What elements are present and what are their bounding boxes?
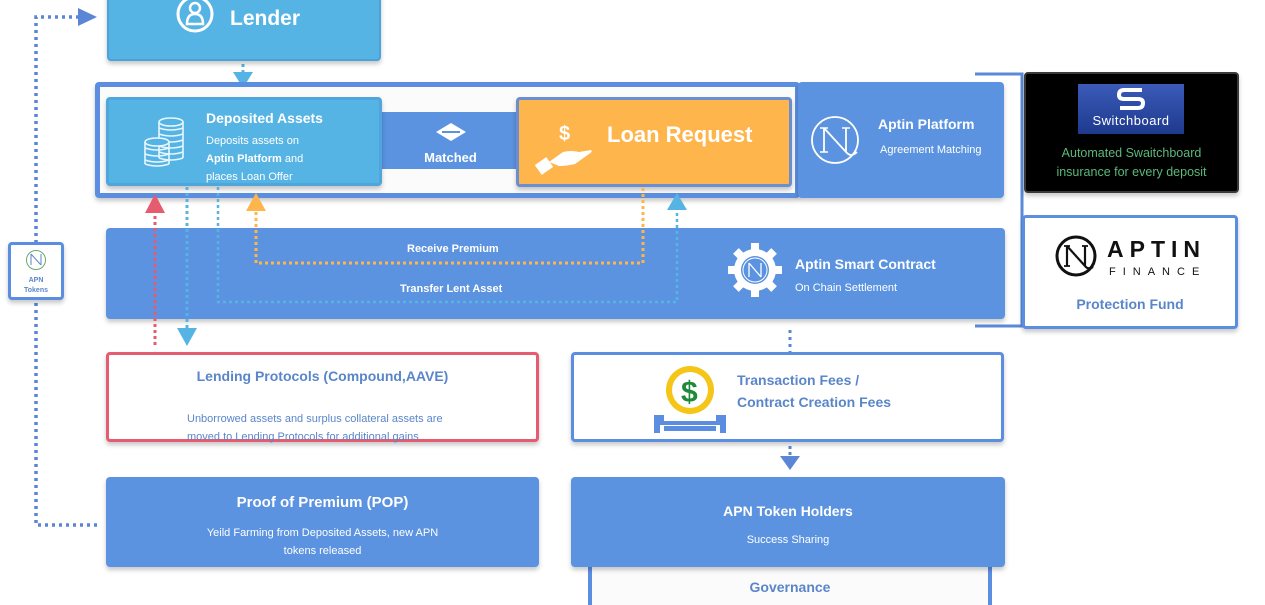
deposited-assets-line2-rest: and — [281, 153, 304, 165]
protection-fund-label: Protection Fund — [1076, 296, 1184, 312]
fees-box[interactable]: $ Transaction Fees / Contract Creation F… — [571, 352, 1004, 442]
lending-protocols-title: Lending Protocols (Compound,AAVE) — [196, 368, 449, 384]
deposited-assets-box[interactable]: Deposited Assets Deposits assets on Apti… — [106, 97, 382, 186]
flow-transfer-lent-asset: Transfer Lent Asset — [400, 283, 503, 295]
aptin-brand-sub: FINANCE — [1109, 266, 1207, 278]
pop-line1: Yeild Farming from Deposited Assets, new… — [206, 527, 439, 539]
arrow-to-token-holders — [780, 456, 800, 470]
switchboard-line1: Automated Swaitchboard — [1061, 146, 1202, 160]
token-holders-box[interactable]: APN Token Holders Success Sharing — [571, 477, 1005, 567]
aptin-n-logo-icon — [811, 116, 859, 164]
arrow-to-lender — [78, 8, 97, 26]
fees-line2: Contract Creation Fees — [737, 394, 892, 410]
aptin-platform-subtitle: Agreement Matching — [880, 144, 982, 156]
switchboard-s-icon — [1116, 88, 1146, 110]
protection-fund-box[interactable]: APTIN FINANCE Protection Fund — [1022, 215, 1238, 329]
svg-text:$: $ — [559, 123, 570, 145]
loan-request-box[interactable]: $ Loan Request — [516, 97, 792, 187]
switchboard-line2: insurance for every deposit — [1056, 165, 1207, 179]
deposited-assets-line3: places Loan Offer — [206, 171, 293, 183]
matched-band: Matched — [378, 112, 523, 169]
user-circle-icon — [176, 0, 214, 33]
lender-title: Lender — [230, 7, 301, 30]
svg-text:$: $ — [681, 376, 698, 409]
aptin-brand: APTIN — [1107, 236, 1206, 262]
pop-box[interactable]: Proof of Premium (POP) Yeild Farming fro… — [106, 477, 539, 567]
fees-line1: Transaction Fees / — [737, 372, 860, 388]
lender-box[interactable]: Lender — [107, 0, 381, 61]
flow-receive-premium: Receive Premium — [407, 243, 499, 255]
aptin-platform-title: Aptin Platform — [878, 116, 975, 132]
switchboard-logo: Switchboard — [1078, 84, 1184, 134]
apn-tokens-box[interactable]: APN Tokens — [8, 242, 64, 300]
smart-contract-box[interactable]: Receive Premium Transfer Lent Asset Apti… — [106, 228, 1005, 319]
smart-contract-title: Aptin Smart Contract — [795, 256, 936, 272]
gear-aptin-icon — [728, 243, 782, 297]
lending-protocols-line1: Unborrowed assets and surplus collateral… — [187, 413, 443, 425]
apn-tokens-line2: Tokens — [24, 287, 48, 294]
coin-stack-icon — [144, 117, 184, 167]
pop-title: Proof of Premium (POP) — [236, 494, 409, 511]
coin-slot-dollar-icon: $ — [654, 366, 726, 433]
arrow-lender-down — [233, 72, 253, 88]
diamond-swap-icon — [436, 123, 466, 141]
aptin-n-small-icon — [26, 250, 46, 270]
matched-label: Matched — [424, 150, 477, 165]
pop-line2: tokens released — [283, 545, 362, 557]
deposited-assets-line1: Deposits assets on — [206, 135, 299, 147]
aptin-finance-logo-icon — [1055, 235, 1097, 277]
switchboard-logo-text: Switchboard — [1092, 113, 1170, 128]
apn-tokens-line1: APN — [28, 277, 44, 284]
lending-protocols-box[interactable]: Lending Protocols (Compound,AAVE) Unborr… — [106, 352, 539, 443]
deposited-assets-title: Deposited Assets — [206, 110, 323, 126]
token-holders-title: APN Token Holders — [723, 503, 853, 519]
smart-contract-subtitle: On Chain Settlement — [795, 282, 898, 294]
deposited-assets-platform-bold: Aptin Platform — [206, 153, 282, 165]
switchboard-box[interactable]: Switchboard Automated Swaitchboard insur… — [1024, 72, 1239, 193]
governance-label: Governance — [749, 579, 831, 595]
platform-side-bracket — [975, 72, 1024, 328]
hand-dollar-icon: $ — [535, 123, 592, 175]
lending-protocols-line2: moved to Lending Protocols for additiona… — [187, 431, 419, 443]
token-holders-subtitle: Success Sharing — [746, 534, 830, 546]
aptin-platform-box[interactable]: Aptin Platform Agreement Matching — [798, 82, 1004, 198]
loan-request-title: Loan Request — [607, 122, 753, 147]
